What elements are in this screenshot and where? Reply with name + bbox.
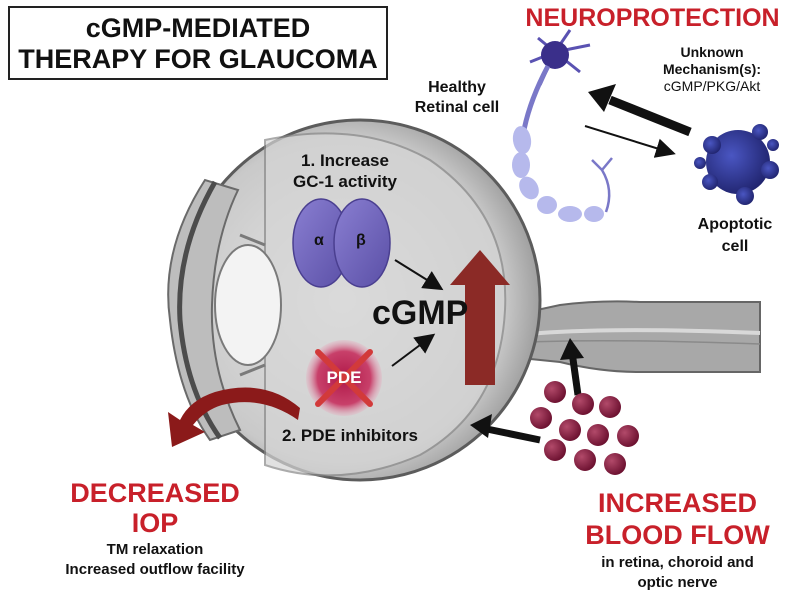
- blood-sub-2: optic nerve: [637, 574, 718, 591]
- pde-inhibited: [306, 340, 382, 416]
- cgmp-label: cGMP: [372, 294, 469, 332]
- apoptotic-cell: [694, 124, 779, 205]
- blood-line-1: INCREASED: [597, 488, 758, 518]
- beta-subunit-label: β: [356, 232, 366, 249]
- step2-label: 2. PDE inhibitors: [282, 426, 419, 445]
- gc1-to-cgmp-arrow: [394, 259, 444, 291]
- healthy-line-1: Healthy: [428, 79, 486, 96]
- blood-line-2: BLOOD FLOW: [585, 520, 770, 550]
- gc1-enzyme: [292, 198, 391, 288]
- step1-label: 1. Increase GC-1 activity: [270, 150, 420, 192]
- mechanism-line-3: cGMP/PKG/Akt: [663, 78, 761, 94]
- iop-block: DECREASED IOP TM relaxation Increased ou…: [10, 478, 300, 580]
- blood-flow-block: INCREASED BLOOD FLOW in retina, choroid …: [560, 487, 795, 593]
- iop-line-1: DECREASED: [70, 478, 240, 508]
- healthy-line-2: Retinal cell: [414, 99, 500, 116]
- blood-to-eye-arrow: [470, 414, 541, 444]
- blood-sub-1: in retina, choroid and: [601, 554, 754, 571]
- iop-line-2: IOP: [131, 508, 179, 538]
- title-line-1: cGMP-MEDIATED: [85, 13, 311, 43]
- apoptotic-cell-label: Apoptotic cell: [680, 214, 790, 258]
- iop-sub-2: Increased outflow facility: [65, 561, 245, 578]
- healthy-neuron: [512, 29, 613, 222]
- pde-label: PDE: [326, 368, 362, 387]
- neuroprotection-arrow: [588, 84, 692, 137]
- mechanism-line-1: Unknown: [680, 44, 744, 60]
- apoptotic-line-2: cell: [721, 238, 749, 255]
- alpha-subunit-label: α: [314, 232, 324, 249]
- healthy-cell-label: Healthy Retinal cell: [392, 78, 522, 118]
- iop-sub-1: TM relaxation: [106, 541, 204, 558]
- neuroprotection-heading: NEUROPROTECTION: [525, 4, 780, 32]
- iop-curved-arrow: [168, 387, 300, 447]
- pde-to-cgmp-arrow: [391, 333, 436, 367]
- mechanism-label: Unknown Mechanism(s): cGMP/PKG/Akt: [632, 44, 792, 95]
- step1-line-2: GC-1 activity: [293, 172, 397, 191]
- step1-line-1: 1. Increase: [301, 151, 389, 170]
- blood-to-nerve-arrow: [560, 338, 584, 396]
- diagram-title: cGMP-MEDIATED THERAPY FOR GLAUCOMA: [8, 6, 388, 80]
- mechanism-line-2: Mechanism(s):: [662, 61, 762, 77]
- apoptotic-line-1: Apoptotic: [697, 216, 773, 233]
- apoptosis-arrow: [584, 125, 676, 158]
- cgmp-increase-arrow: [450, 250, 510, 385]
- blood-cells: [530, 381, 639, 475]
- title-line-2: THERAPY FOR GLAUCOMA: [18, 44, 378, 74]
